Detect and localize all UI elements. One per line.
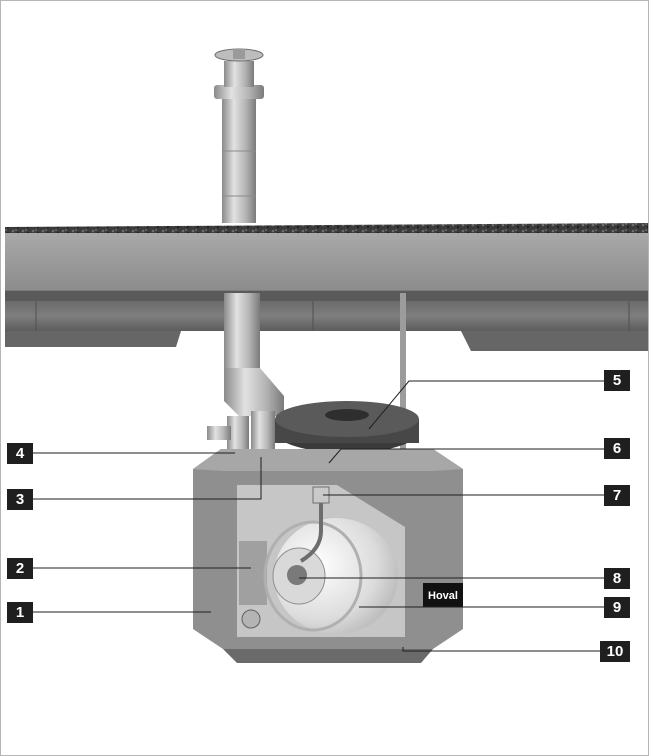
roof-flue-terminal <box>214 48 264 223</box>
callout-2: 2 <box>7 558 33 579</box>
flue-pipe <box>207 293 284 456</box>
callout-8: 8 <box>604 568 630 589</box>
brand-label: Hoval <box>428 590 458 602</box>
callout-6: 6 <box>604 438 630 459</box>
housing <box>193 449 463 663</box>
callout-10: 10 <box>600 641 630 662</box>
callout-3: 3 <box>7 489 33 510</box>
callout-7: 7 <box>604 485 630 506</box>
leader-lines <box>33 380 604 652</box>
callout-1: 1 <box>7 602 33 623</box>
callout-5: 5 <box>604 370 630 391</box>
steel-beam <box>5 291 648 351</box>
top-fan <box>275 401 419 453</box>
callout-9: 9 <box>604 597 630 618</box>
roof-slab <box>5 223 648 292</box>
callout-4: 4 <box>7 443 33 464</box>
